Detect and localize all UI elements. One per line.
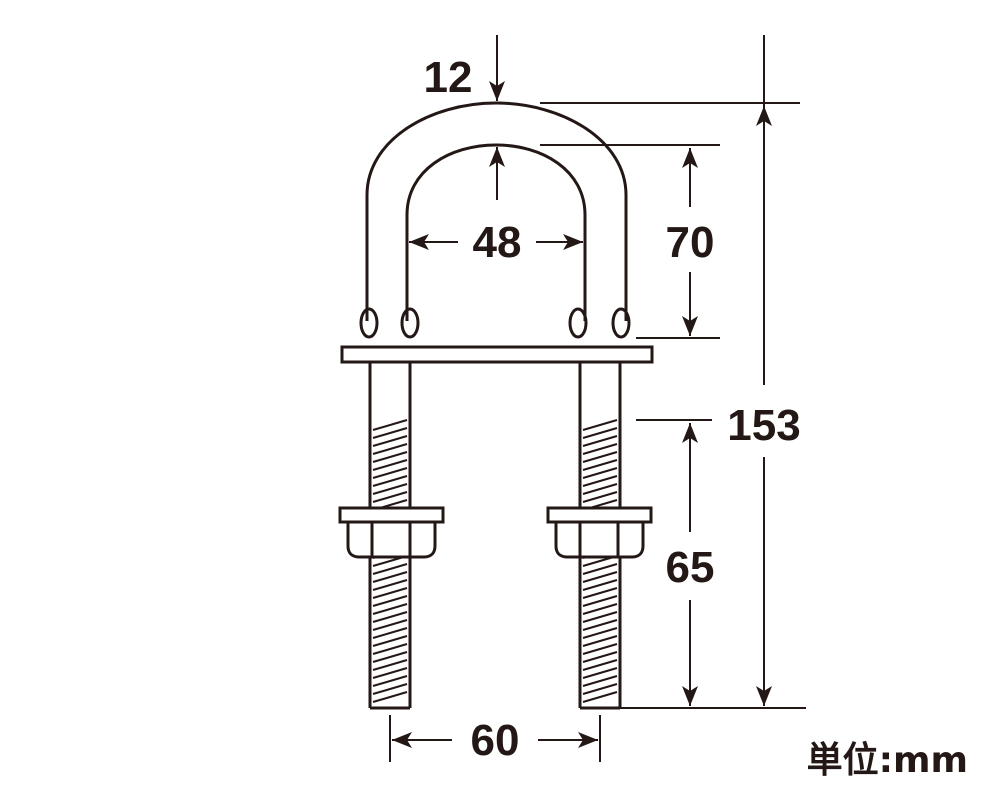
thread-line: [582, 611, 618, 623]
thread-line: [372, 619, 408, 631]
thread-line: [372, 427, 408, 439]
thread-line: [372, 419, 408, 431]
thread-line: [372, 563, 408, 575]
thread-line: [582, 587, 618, 599]
thread-line: [582, 467, 618, 479]
thread-line: [582, 683, 618, 695]
thread-line: [582, 579, 618, 591]
left-leg-thread: [372, 419, 408, 703]
thread-line: [582, 427, 618, 439]
thread-line: [582, 451, 618, 463]
dim-label-total-height: 153: [727, 401, 800, 450]
thread-line: [582, 435, 618, 447]
thread-line: [582, 659, 618, 671]
thread-line: [372, 483, 408, 495]
thread-line: [372, 659, 408, 671]
thread-line: [372, 643, 408, 655]
thread-line: [372, 459, 408, 471]
thread-line: [372, 667, 408, 679]
thread-line: [582, 571, 618, 583]
thread-line: [582, 675, 618, 687]
thread-line: [372, 627, 408, 639]
weld-bead-right-inner: [568, 307, 588, 339]
thread-line: [372, 595, 408, 607]
thread-line: [582, 643, 618, 655]
thread-line: [582, 627, 618, 639]
thread-line: [372, 443, 408, 455]
thread-line: [372, 491, 408, 503]
thread-line: [582, 595, 618, 607]
bend-outer-arc: [365, 101, 628, 321]
dim-label-center-distance: 60: [471, 716, 520, 765]
thread-line: [582, 483, 618, 495]
u-bolt-bend: [359, 101, 631, 339]
thread-line: [372, 475, 408, 487]
thread-line: [372, 451, 408, 463]
thread-line: [582, 443, 618, 455]
right-leg-thread: [582, 419, 618, 703]
left-nut: [338, 506, 445, 559]
dim-label-thread-length: 65: [666, 543, 715, 592]
thread-line: [582, 691, 618, 703]
thread-line: [582, 651, 618, 663]
dim-label-bend-height: 70: [666, 218, 715, 267]
dim-label-inner-width: 48: [473, 218, 522, 267]
unit-label: 単位:mm: [807, 740, 968, 781]
thread-line: [372, 691, 408, 703]
thread-line: [372, 579, 408, 591]
thread-line: [582, 491, 618, 503]
thread-line: [582, 635, 618, 647]
thread-line: [372, 683, 408, 695]
thread-line: [582, 419, 618, 431]
thread-line: [372, 603, 408, 615]
thread-line: [582, 603, 618, 615]
thread-line: [372, 571, 408, 583]
right-nut: [546, 506, 653, 559]
bend-inner-arc: [405, 143, 587, 321]
weld-bead-right-outer: [611, 307, 631, 339]
clamp-plate: [340, 345, 654, 364]
thread-line: [582, 475, 618, 487]
thread-line: [372, 611, 408, 623]
dim-label-rod-diameter: 12: [424, 53, 473, 102]
thread-line: [372, 467, 408, 479]
thread-line: [582, 459, 618, 471]
thread-line: [582, 563, 618, 575]
weld-bead-left-inner: [400, 307, 420, 339]
thread-line: [372, 587, 408, 599]
thread-line: [582, 667, 618, 679]
thread-line: [582, 619, 618, 631]
thread-line: [372, 651, 408, 663]
thread-line: [372, 435, 408, 447]
weld-bead-left-outer: [359, 307, 379, 339]
thread-line: [372, 675, 408, 687]
thread-line: [372, 635, 408, 647]
